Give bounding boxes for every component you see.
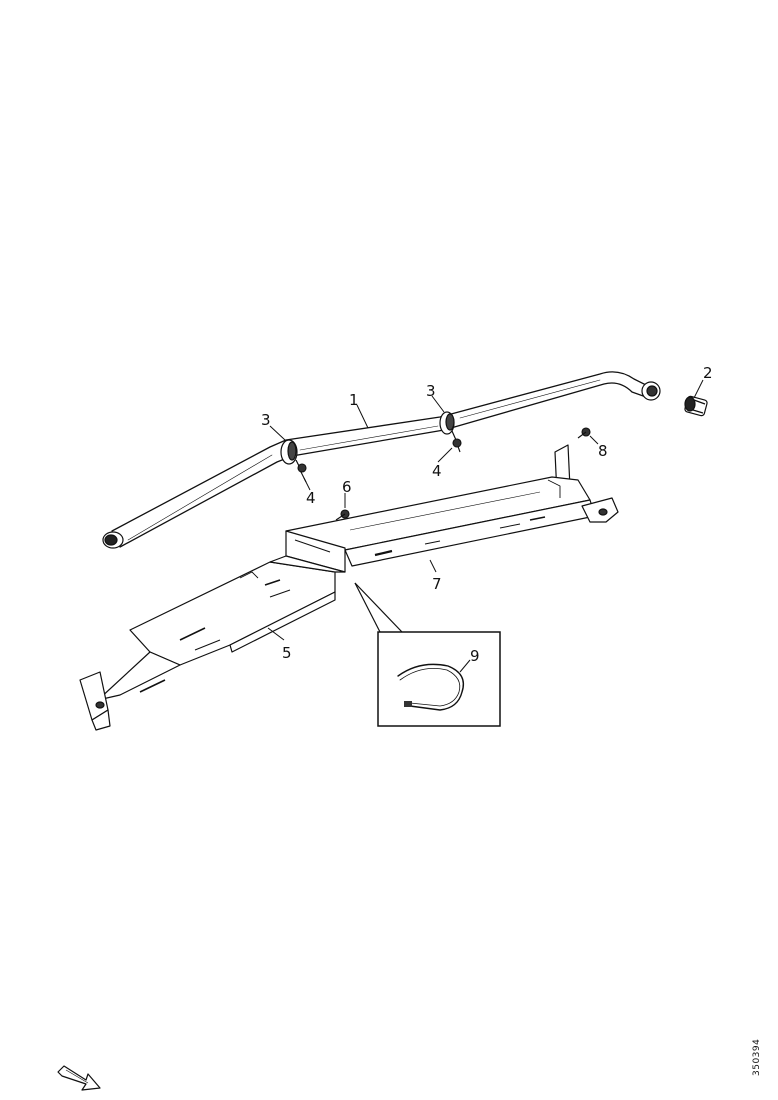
callout-labels: 1 2 3 3 4 4 5 6 7 8 9 (261, 364, 713, 665)
callout-6: 6 (342, 478, 352, 496)
bracket-part-5 (79, 530, 346, 731)
callout-1: 1 (349, 391, 359, 409)
callout-4-left: 4 (306, 489, 316, 507)
screw-part-8 (577, 427, 591, 439)
callout-3-right: 3 (426, 382, 436, 400)
drawing-code: 350394 (752, 1038, 762, 1077)
callout-9: 9 (470, 647, 480, 665)
callout-3-left: 3 (261, 411, 271, 429)
callout-4-right: 4 (432, 462, 442, 480)
screw-part-4-right (452, 438, 462, 453)
direction-arrow-icon (57, 1065, 101, 1091)
clamp-part-3-left (280, 439, 301, 469)
callout-5: 5 (282, 644, 292, 662)
pipe-part-1 (111, 371, 649, 548)
left-pipe-end-fitting (102, 531, 124, 549)
leader-lines (267, 379, 704, 673)
callout-7: 7 (432, 575, 442, 593)
nut-part-2 (684, 395, 708, 417)
right-pipe-end-fitting (641, 381, 661, 401)
clamp-part-3-right (439, 411, 457, 441)
callout-2: 2 (703, 364, 713, 382)
callout-8: 8 (598, 442, 608, 460)
cable-tie-part-9 (397, 663, 465, 711)
bracket-part-7 (285, 444, 619, 567)
screw-part-6 (335, 509, 350, 521)
